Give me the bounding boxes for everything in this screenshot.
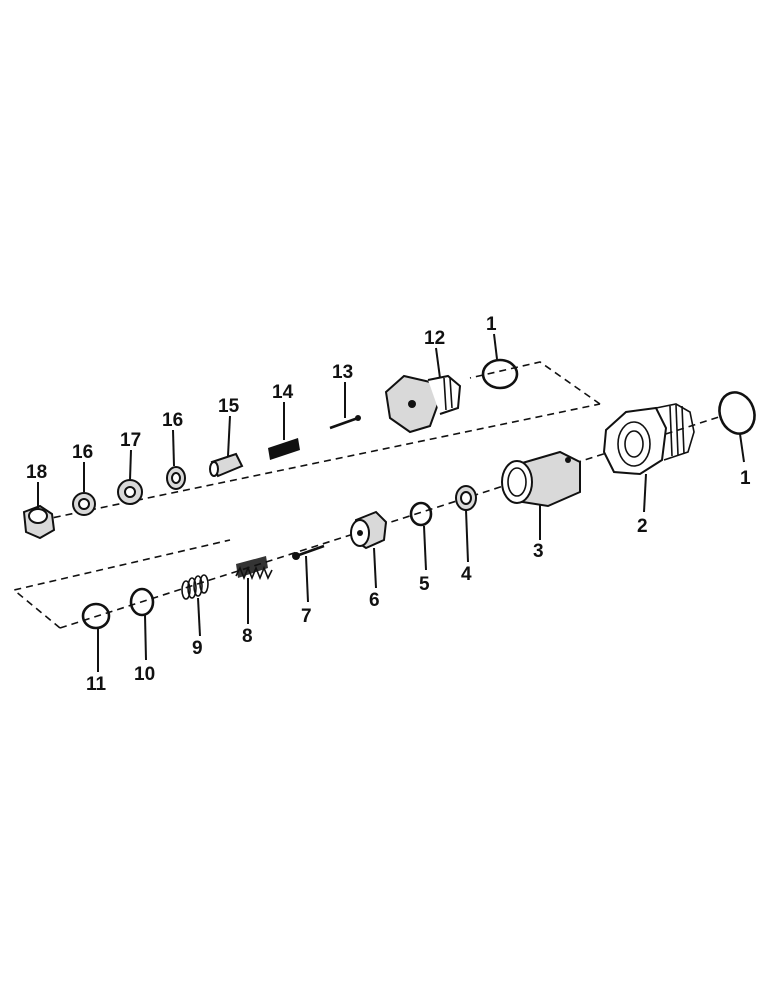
callout-2: 2: [637, 516, 648, 537]
part-13-pin: [329, 415, 361, 430]
callout-12: 12: [424, 328, 445, 349]
callout-17: 17: [120, 430, 141, 451]
part-14-spring: [268, 438, 300, 460]
part-17-nut: [117, 479, 143, 505]
part-12-hex-plug: [384, 374, 462, 434]
callout-8: 8: [242, 626, 253, 647]
leader-lines: [37, 333, 745, 672]
part-9-spring: [181, 574, 209, 600]
callout-1-upper: 1: [486, 314, 497, 335]
callout-7: 7: [301, 606, 312, 627]
part-10-o-ring: [129, 587, 155, 617]
callout-6: 6: [369, 590, 380, 611]
part-3-sleeve: [501, 450, 581, 508]
callout-1-right: 1: [740, 468, 751, 489]
part-4-washer: [455, 485, 477, 511]
callout-5: 5: [419, 574, 430, 595]
callout-16-left: 16: [72, 442, 93, 463]
part-16-washer-left: [72, 492, 96, 516]
part-5-o-ring: [409, 501, 433, 527]
part-1-o-ring-upper: [481, 358, 519, 390]
callout-4: 4: [461, 564, 472, 585]
callout-18: 18: [26, 462, 47, 483]
part-18-cap: [22, 504, 56, 540]
upper-axis-line: [41, 403, 601, 521]
callout-11: 11: [86, 674, 107, 695]
callout-16-right: 16: [162, 410, 183, 431]
part-2-fitting-body: [602, 403, 695, 476]
part-6-seat: [350, 510, 388, 550]
callout-15: 15: [218, 396, 240, 417]
callout-labels: 1 1 2 3 4 5 6 7 8 9 10 11 12 13 14 15 16…: [26, 314, 751, 695]
part-15-spacer: [209, 452, 244, 478]
part-8-spring: [235, 556, 273, 581]
callout-3: 3: [533, 541, 544, 562]
part-7-pin: [292, 544, 325, 560]
part-1-o-ring-right: [718, 391, 756, 435]
callout-9: 9: [192, 638, 203, 659]
left-return-line: [12, 539, 231, 629]
callout-13: 13: [332, 362, 353, 383]
callout-14: 14: [272, 382, 294, 403]
part-16-washer-right: [166, 466, 186, 490]
callout-10: 10: [134, 664, 155, 685]
upper-right-return-line: [469, 361, 601, 405]
part-11-o-ring: [81, 602, 111, 630]
